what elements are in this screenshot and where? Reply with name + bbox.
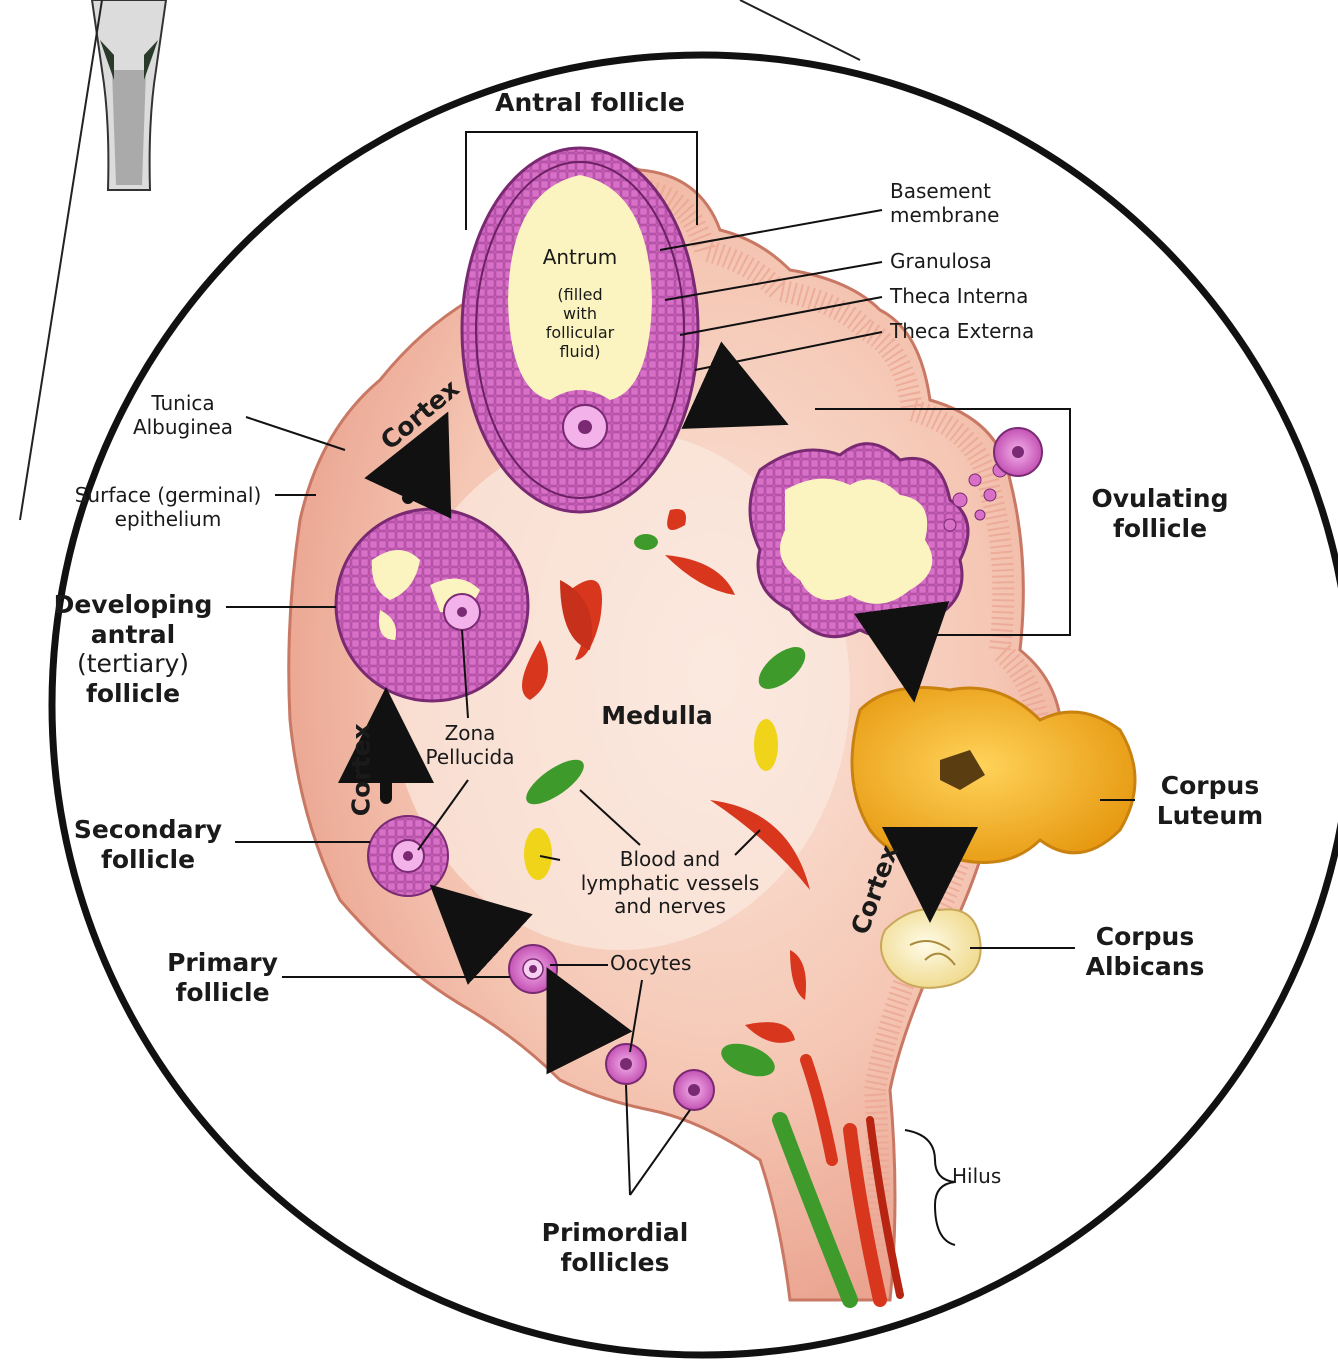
label-tunica-albuginea: Tunica Albuginea (132, 391, 234, 439)
label-antrum-note: (filled with follicular fluid) (545, 285, 615, 361)
label-oocytes: Oocytes (610, 951, 692, 975)
ovulating-follicle-shape (748, 427, 1043, 640)
label-granulosa: Granulosa (890, 249, 992, 273)
label-ovulating-follicle: Ovulating follicle (1091, 484, 1229, 543)
medulla-vessels (522, 509, 810, 1077)
label-surface-epithelium: Surface (germinal) epithelium (74, 483, 262, 531)
progression-arrows (338, 341, 978, 1075)
corpus-albicans-shape (880, 908, 982, 989)
label-secondary-follicle: Secondary follicle (73, 815, 223, 874)
label-antrum: Antrum (542, 245, 618, 269)
corpus-luteum-shape (850, 686, 1137, 864)
label-primary-follicle: Primary follicle (167, 948, 278, 1007)
label-basement-membrane: Basement membrane (890, 179, 1000, 227)
leader-lines (226, 209, 1135, 1196)
label-medulla: Medulla (601, 701, 713, 730)
label-hilus: Hilus (952, 1164, 1002, 1188)
label-corpus-albicans: Corpus Albicans (1085, 922, 1205, 981)
hilus-vessels (772, 1054, 904, 1308)
antral-follicle-shape (460, 146, 700, 514)
brackets (465, 131, 1071, 1246)
label-cortex-left: Cortex (346, 723, 376, 817)
label-zona-pellucida: Zona Pellucida (425, 721, 515, 769)
label-corpus-luteum: Corpus Luteum (1156, 771, 1264, 830)
label-developing-antral: Developing antral (tertiary) follicle (53, 590, 213, 708)
label-theca-interna: Theca Interna (890, 284, 1029, 308)
label-blood-vessels: Blood and lymphatic vessels and nerves (580, 847, 760, 919)
developing-antral-shape (334, 507, 530, 703)
oviduct-fragment (19, 0, 861, 521)
primary-follicle-shape (508, 944, 558, 994)
label-theca-externa: Theca Externa (890, 319, 1035, 343)
secondary-follicle-shape (367, 815, 449, 897)
label-primordial-follicles: Primordial follicles (541, 1218, 689, 1277)
label-antral-follicle: Antral follicle (495, 88, 685, 117)
